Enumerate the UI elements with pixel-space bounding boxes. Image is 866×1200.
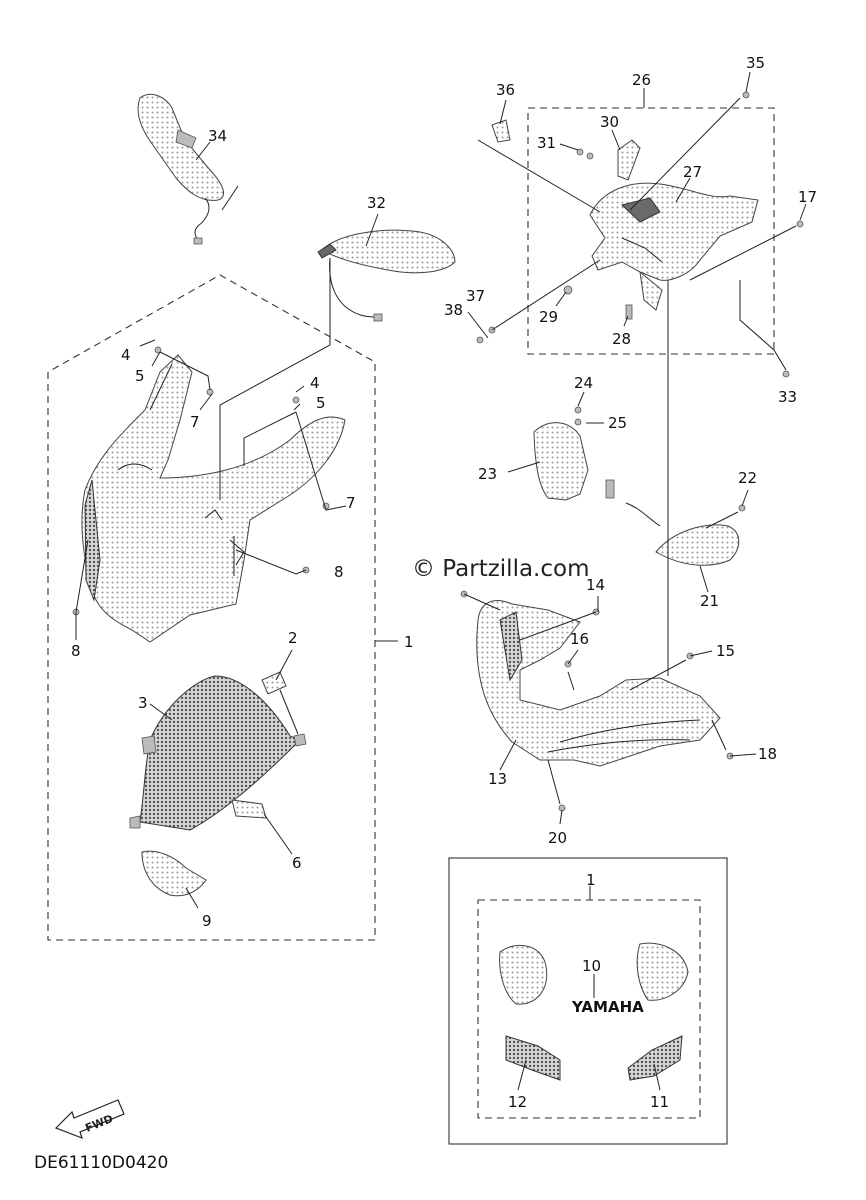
callout-32: 32 [367,194,386,212]
callout-18: 18 [758,745,777,763]
part-27-headlight-stay [589,182,759,311]
callout-23: 23 [478,465,497,483]
callout-28: 28 [612,330,631,348]
callout-29: 29 [539,308,558,326]
callout-1-left: 1 [404,633,414,651]
callout-labels: 34 32 4 5 7 4 5 7 8 8 1 2 3 6 9 36 26 35… [71,54,817,1111]
callout-21: 21 [700,592,719,610]
callout-11: 11 [650,1093,669,1111]
callout-12: 12 [508,1093,527,1111]
callout-16: 16 [570,630,589,648]
callout-34: 34 [208,127,227,145]
callout-8-left: 8 [71,642,81,660]
callout-22: 22 [738,469,757,487]
part-11-decal [627,1035,683,1081]
part-3-windscreen [129,675,307,831]
part-36-clip [491,119,511,143]
decal-right-blob [636,942,689,1001]
part-25-screw [574,418,582,426]
callout-35: 35 [746,54,765,72]
kit-1-outer-box [448,857,728,1145]
part-28-bolt [625,304,633,320]
part-34-side-cover [137,93,239,245]
part-21-light [605,479,740,566]
part-32-panel [317,229,456,322]
part-30-bracket [617,139,641,181]
callout-33: 33 [778,388,797,406]
fwd-arrow-icon [54,1099,125,1140]
callout-5-left: 5 [135,367,145,385]
callout-5-right: 5 [316,394,326,412]
callout-31: 31 [537,134,556,152]
callout-37: 37 [466,287,485,305]
decal-left-blob [499,944,548,1005]
callout-27: 27 [683,163,702,181]
part-12-decal [505,1035,561,1081]
leader-lines [75,71,807,1091]
group-26-outline [527,107,775,355]
callout-4-left: 4 [121,346,131,364]
callout-2: 2 [288,629,298,647]
callout-6: 6 [292,854,302,872]
callout-7-right: 7 [346,494,356,512]
yamaha-logo-text: YAMAHA [571,998,644,1016]
watermark-text: © Partzilla.com [412,556,590,582]
part-2-piece [261,671,287,695]
group-1-left-outline [47,274,376,941]
callout-30: 30 [600,113,619,131]
kit-1-inner-outline [477,899,701,1119]
callout-15: 15 [716,642,735,660]
part-10-logo: YAMAHA [571,998,644,1016]
part-13-lower-stay [476,600,721,767]
callout-20: 20 [548,829,567,847]
callout-8-right: 8 [334,563,344,581]
part-31-screw [576,148,594,160]
part-24-nut [574,406,582,414]
callout-1-kit: 1 [586,871,596,889]
callout-9: 9 [202,912,212,930]
callout-24: 24 [574,374,593,392]
watermark: © Partzilla.com [412,556,590,582]
callout-36: 36 [496,81,515,99]
fasteners [72,91,804,812]
callout-3: 3 [138,694,148,712]
fwd-direction-badge: FWD [54,1099,125,1140]
diagram-code: DE61110D0420 [34,1153,168,1173]
callout-10: 10 [582,957,601,975]
callout-14: 14 [586,576,605,594]
callout-13: 13 [488,770,507,788]
part-6-piece [231,799,267,819]
callout-4-right: 4 [310,374,320,392]
callout-38: 38 [444,301,463,319]
part-23-bracket [533,422,589,501]
callout-25: 25 [608,414,627,432]
callout-7-left: 7 [190,413,200,431]
upper-fairing [81,354,346,643]
callout-17: 17 [798,188,817,206]
part-9-lower-cover [141,850,207,897]
callout-26: 26 [632,71,651,89]
